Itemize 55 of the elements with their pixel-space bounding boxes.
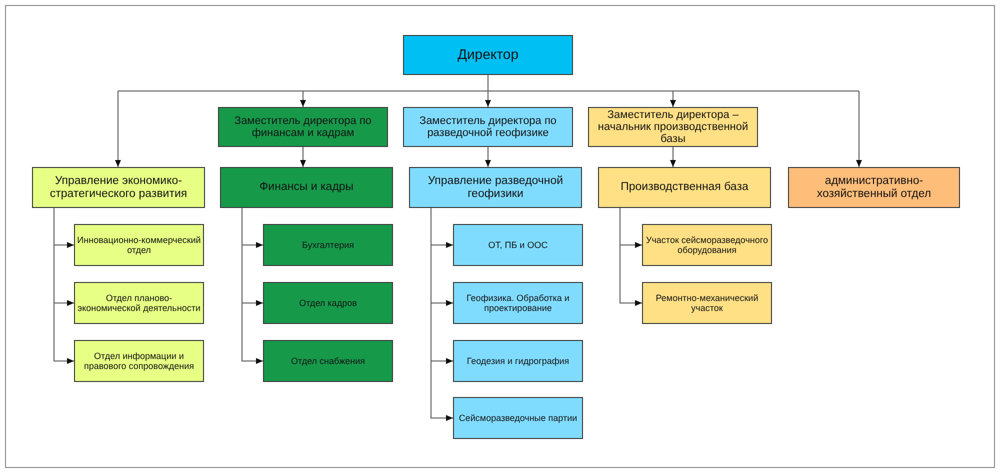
section-name: Отдел планово-экономической деятельности [77, 292, 201, 314]
department-name: Управление экономико-стратегического развития [48, 174, 188, 200]
department-box [220, 167, 393, 208]
department-box [32, 167, 205, 208]
section-name: Сейсморазведочные партии [458, 412, 578, 424]
connector-arrow [115, 90, 121, 168]
section-name: Отдел информации и правового сопровождения [82, 350, 196, 372]
department-name: административно-хозяйственный отдел [816, 174, 932, 200]
section-box [642, 224, 772, 266]
connector-arrow [485, 90, 491, 108]
connector-arrow [300, 90, 306, 108]
section-name: ОТ, ПБ и ООС [488, 240, 548, 250]
connector-arrow [300, 146, 306, 168]
department-box [598, 167, 771, 208]
position-title: Заместитель директора по разведочной геофизике [418, 114, 558, 140]
connector-arrow [670, 146, 676, 168]
deputy-box [403, 107, 573, 147]
section-name: Ремонтно-механический участок [654, 292, 760, 314]
section-box [453, 282, 583, 324]
position-title: Директор [458, 47, 518, 63]
position-title: Заместитель директора по финансам и кадрам [233, 114, 373, 140]
connector-arrow [242, 208, 264, 364]
section-box [74, 282, 204, 324]
position-title: Заместитель директора – начальник производственной базы [596, 108, 750, 146]
department-box [409, 167, 582, 208]
director-box [403, 35, 573, 75]
section-name: Отдел кадров [299, 298, 357, 308]
section-name: Бухгалтерия [302, 240, 354, 250]
department-name: Управление разведочной геофизики [426, 174, 564, 200]
deputy-box [218, 107, 388, 147]
section-box [74, 224, 204, 266]
section-box [453, 340, 583, 382]
connector-arrow [670, 90, 676, 108]
section-box [453, 224, 583, 266]
section-box [74, 340, 204, 382]
section-name: Отдел снабжения [291, 356, 365, 366]
section-name: Инновационно-коммерческий отдел [77, 234, 201, 256]
department-name: Производственная база [620, 181, 748, 194]
connector-arrow [430, 208, 454, 421]
section-box [263, 282, 393, 324]
department-box [788, 167, 960, 208]
section-name: Участок сейсморазведочного оборудования [645, 234, 769, 256]
section-box [642, 282, 772, 324]
department-name: Финансы и кадры [259, 181, 354, 194]
section-box [263, 224, 393, 266]
connector-arrow [485, 146, 491, 168]
deputy-box [588, 107, 758, 147]
section-name: Геодезия и гидрография [466, 356, 570, 366]
section-box [453, 397, 583, 439]
connector-arrow [620, 208, 642, 306]
connector-arrow [856, 90, 862, 168]
section-name: Геофизика. Обработка и проектирование [466, 292, 570, 314]
section-box [263, 340, 393, 382]
connector-arrow [54, 208, 74, 364]
connector-line [118, 74, 860, 92]
